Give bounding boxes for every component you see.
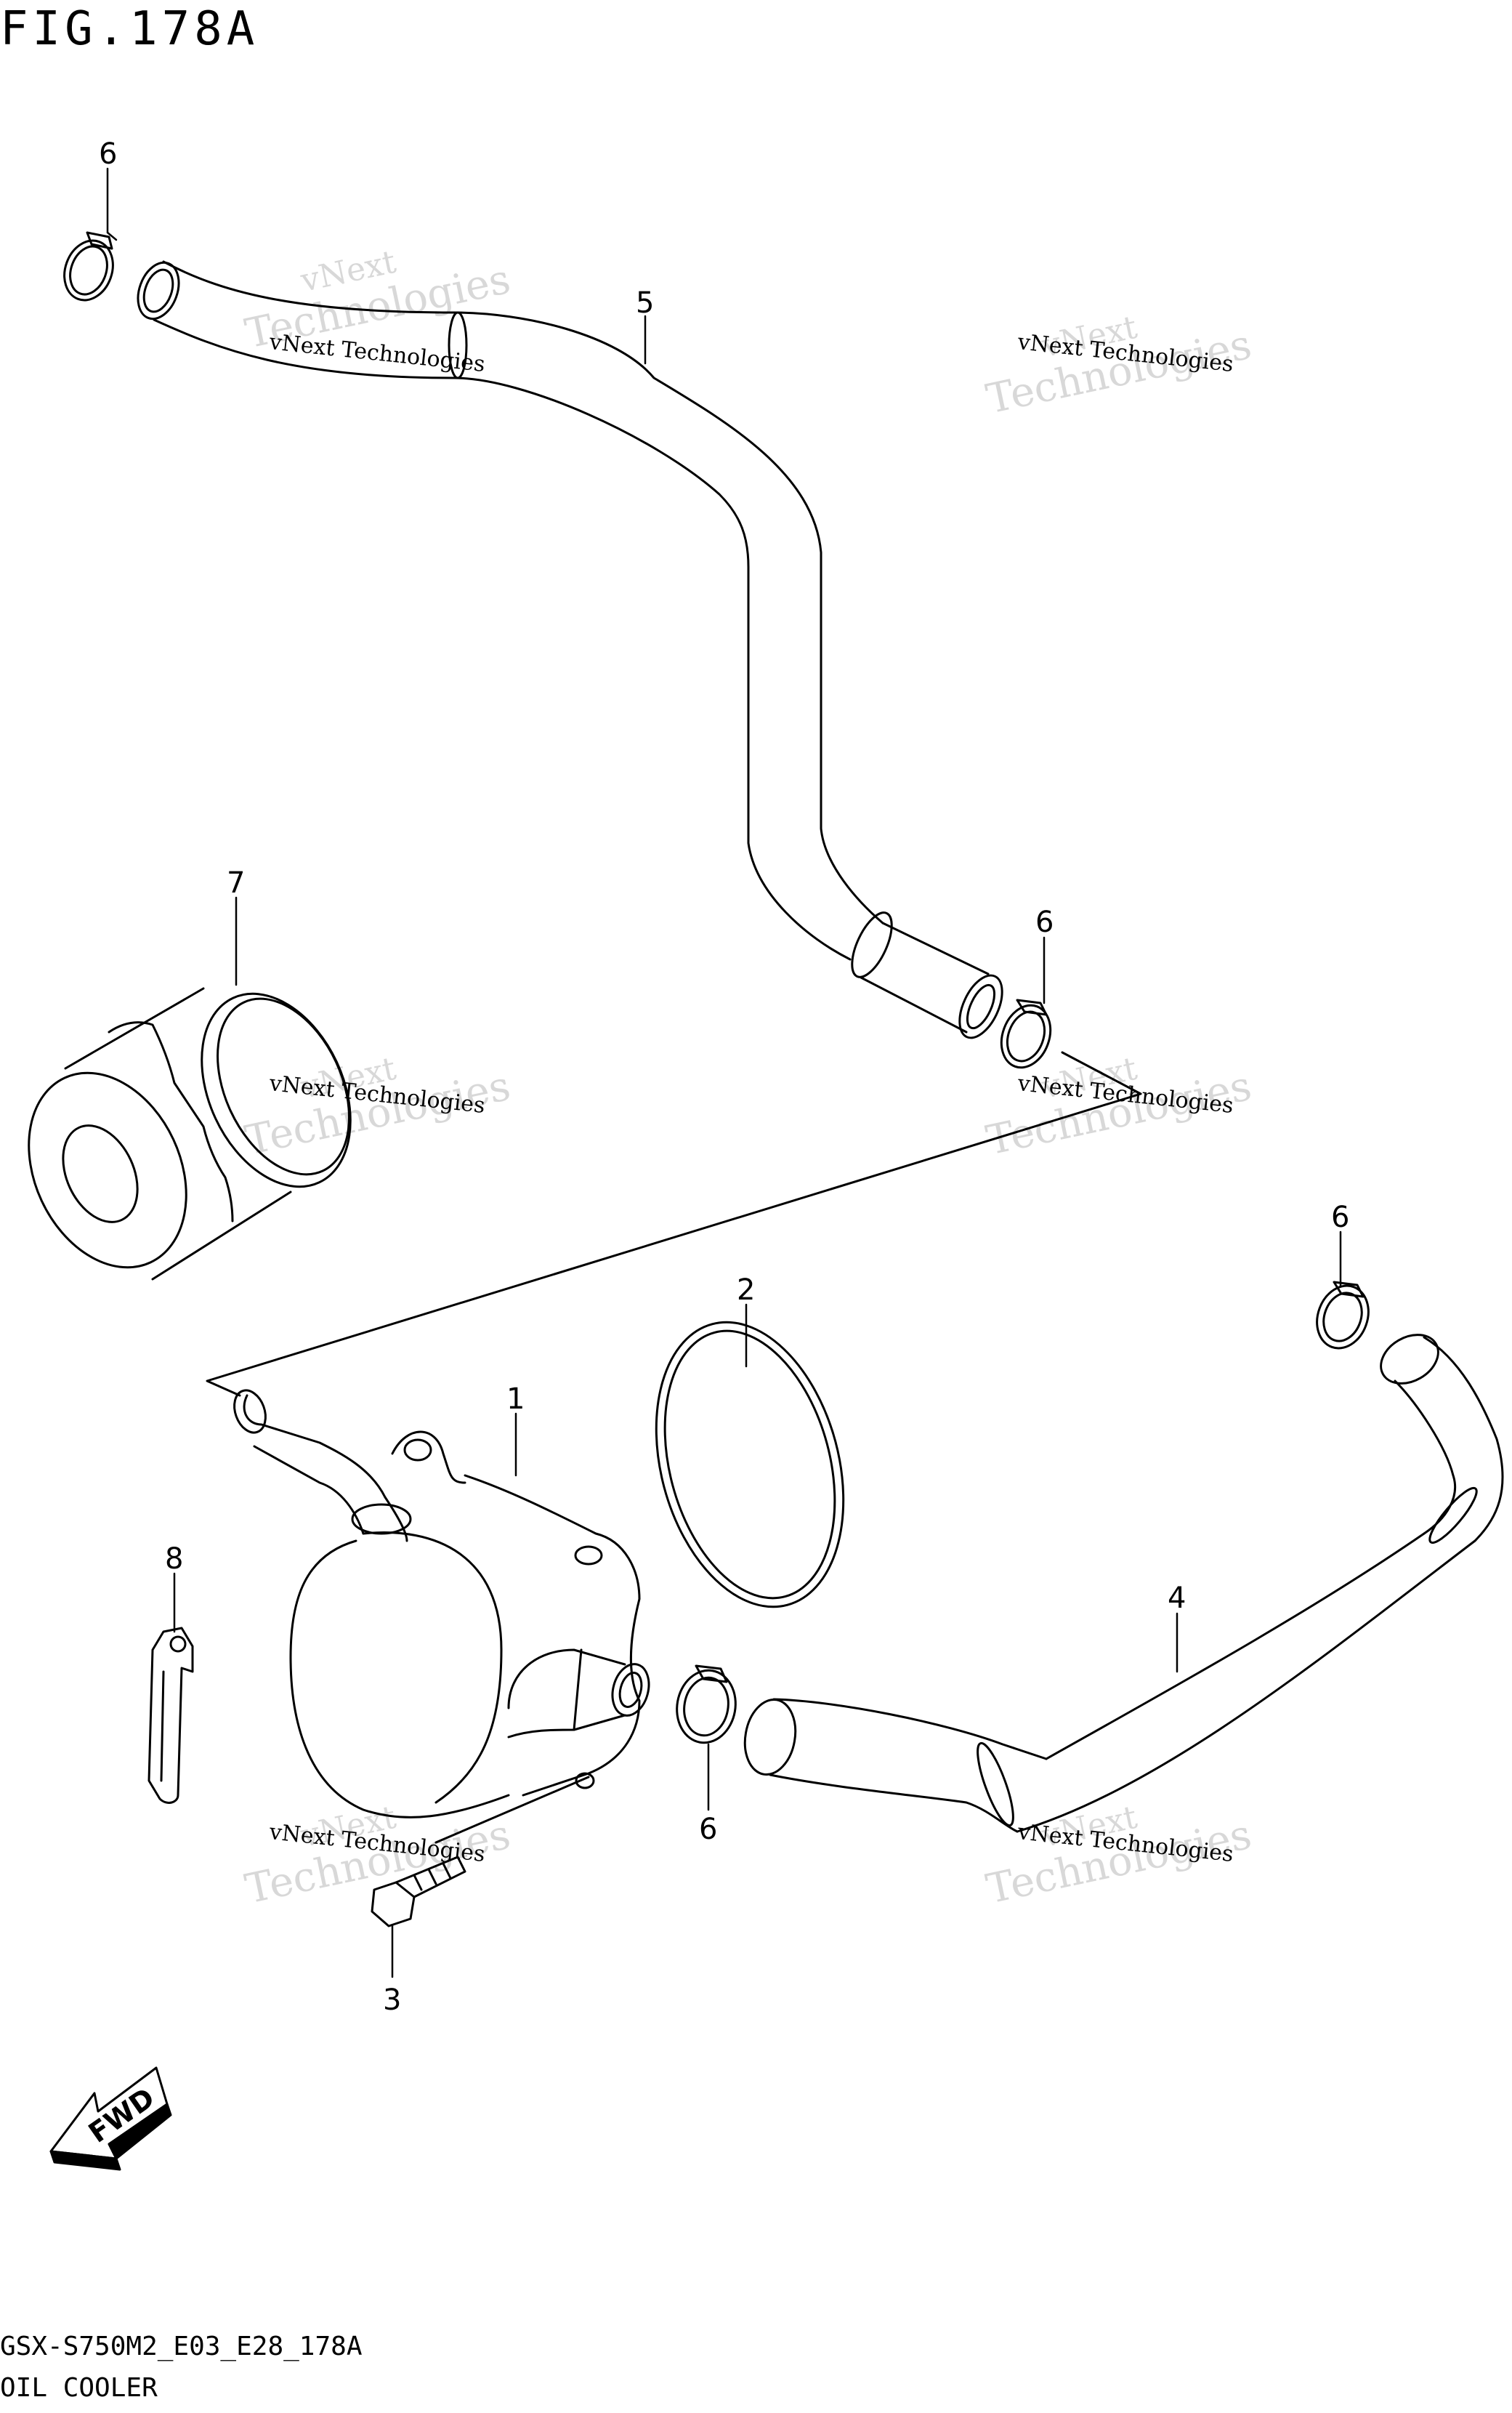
callout-2: 2 bbox=[737, 1273, 755, 1307]
callouts: 6 5 6 7 6 2 1 8 4 6 3 bbox=[99, 137, 1349, 2017]
clamp-part-6-mid bbox=[1000, 999, 1052, 1069]
callout-6-low: 6 bbox=[699, 1813, 717, 1846]
oil-filter-part-7 bbox=[28, 987, 352, 1281]
fwd-arrow-icon bbox=[49, 2066, 172, 2171]
callout-6-mid: 6 bbox=[1035, 906, 1054, 939]
callout-6-right: 6 bbox=[1331, 1201, 1349, 1234]
oil-cooler-part-1 bbox=[233, 1389, 650, 1818]
watermark-text: vNext Technologies bbox=[267, 329, 486, 377]
clamp-part-6-low bbox=[676, 1664, 737, 1744]
o-ring-part-2 bbox=[655, 1321, 845, 1608]
bracket-part-8 bbox=[147, 1627, 194, 1804]
clamp-part-6-top bbox=[63, 231, 114, 302]
hose-part-5 bbox=[137, 260, 1003, 1039]
callout-leaders bbox=[106, 167, 1342, 1978]
watermarks: vNext Technologies vNext Technologies vN… bbox=[241, 243, 1256, 1914]
model-code: GSX-S750M2_E03_E28_178A bbox=[0, 2332, 363, 2361]
callout-4: 4 bbox=[1168, 1582, 1186, 1615]
bolt-part-3 bbox=[371, 1856, 466, 1927]
section-title: OIL COOLER bbox=[0, 2373, 158, 2403]
callout-8: 8 bbox=[165, 1542, 183, 1576]
callout-3: 3 bbox=[383, 1983, 401, 2017]
callout-1: 1 bbox=[506, 1382, 525, 1416]
callout-6-top: 6 bbox=[99, 137, 117, 171]
clamp-part-6-right bbox=[1316, 1281, 1370, 1350]
callout-7: 7 bbox=[227, 866, 245, 900]
leader-dashed bbox=[206, 1051, 1142, 1844]
hose-part-4 bbox=[743, 1334, 1504, 1833]
figure-title: FIG.178A bbox=[0, 2, 259, 56]
callout-5: 5 bbox=[636, 286, 654, 320]
